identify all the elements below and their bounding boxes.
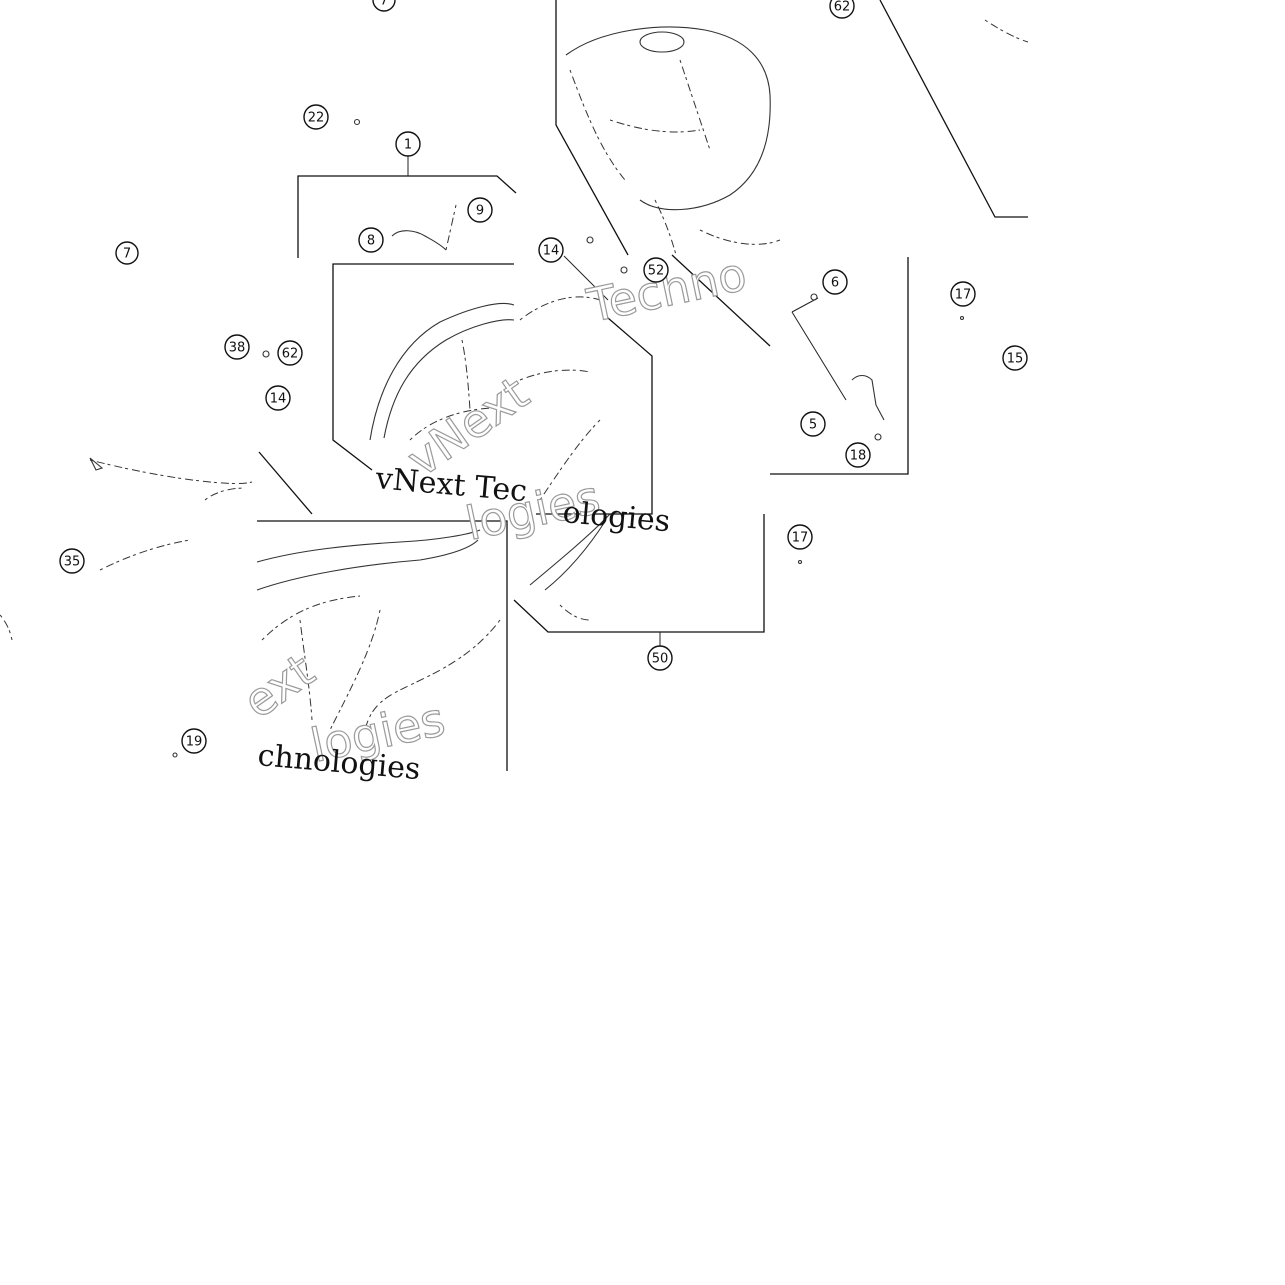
frame-lower-left (257, 520, 508, 771)
svg-text:17: 17 (955, 288, 972, 303)
part-22-bolt (353, 118, 361, 126)
callout-22: 22 (303, 104, 329, 130)
frame-center-panel (332, 263, 514, 471)
callout-35: 35 (59, 548, 85, 574)
callouts: 7 62 22 1 9 8 7 14 (59, 0, 1028, 754)
callout-7-top: 7 (372, 0, 396, 12)
callout-19: 19 (181, 728, 207, 754)
part-8-assembly (391, 230, 447, 251)
svg-text:5: 5 (809, 418, 817, 433)
leader-14a (563, 255, 609, 301)
watermark-ext-lower-left: ext (233, 643, 324, 729)
svg-text:17: 17 (792, 531, 809, 546)
svg-text:8: 8 (367, 234, 375, 249)
lower-left-fairing-edge (256, 539, 479, 591)
part-52-clip (620, 266, 628, 274)
fuel-tank-outline (565, 26, 771, 211)
svg-text:62: 62 (834, 0, 851, 15)
left-edge-fragment (0, 614, 13, 641)
center-cowl-outline (369, 302, 515, 441)
callout-62-top: 62 (829, 0, 855, 19)
left-fairing-mark (89, 457, 104, 471)
callout-38: 38 (224, 334, 250, 360)
frame-right-diag (671, 254, 771, 347)
frames (257, 0, 1028, 771)
callout-8: 8 (358, 227, 384, 253)
part-9-stem (445, 204, 457, 251)
part-19-screw (172, 752, 178, 758)
svg-text:19: 19 (186, 735, 203, 750)
frame-bracket-1 (297, 175, 517, 258)
callout-9: 9 (467, 197, 493, 223)
left-fairing-lower (99, 487, 246, 571)
watermark-vnext-tec: vNext Tec (373, 461, 528, 509)
watermark-ologies: ologies (561, 495, 671, 539)
part-sketches (0, 19, 1029, 758)
svg-text:9: 9 (476, 204, 484, 219)
svg-text:14: 14 (543, 244, 560, 259)
svg-text:52: 52 (648, 264, 665, 279)
svg-text:35: 35 (64, 555, 81, 570)
svg-text:6: 6 (831, 276, 839, 291)
callout-18: 18 (845, 442, 871, 468)
svg-text:7: 7 (123, 247, 131, 262)
svg-text:15: 15 (1007, 352, 1024, 367)
part-5-bracket (851, 374, 885, 421)
callout-50: 50 (647, 645, 673, 671)
callout-6: 6 (822, 269, 848, 295)
leader-6-5 (791, 311, 847, 401)
svg-text:1: 1 (404, 138, 412, 153)
frame-right-bracket (770, 257, 909, 475)
callout-52: 52 (643, 257, 669, 283)
top-right-fragment (984, 19, 1029, 43)
svg-text:18: 18 (850, 449, 867, 464)
callout-1: 1 (395, 131, 421, 157)
frame-top-right (879, 0, 1028, 218)
lower-center-fairing-tip (559, 604, 591, 621)
lower-center-fairing (529, 513, 611, 591)
watermark-techno: Techno (582, 247, 751, 333)
fuel-tank-body (569, 59, 711, 181)
fuel-tank-lower (654, 199, 781, 256)
part-62-nut (262, 350, 270, 358)
part-17-screw (959, 315, 965, 321)
part-18-bolt (874, 433, 882, 441)
svg-text:38: 38 (229, 341, 246, 356)
callout-5: 5 (800, 411, 826, 437)
svg-text:14: 14 (270, 392, 287, 407)
callout-7-left: 7 (115, 241, 139, 265)
frame-fuel-tank (555, 0, 629, 256)
svg-text:22: 22 (308, 111, 325, 126)
part-17b-screw (797, 559, 803, 565)
side-fairing-center (519, 296, 601, 501)
frame-center-panel-right (536, 317, 653, 515)
lower-left-fairing-top (256, 529, 481, 563)
frame-left-diag (258, 451, 313, 515)
callout-15: 15 (1002, 345, 1028, 371)
callout-62-left: 62 (277, 340, 303, 366)
callout-14-left: 14 (265, 385, 291, 411)
center-cowl-edge (383, 319, 515, 439)
frame-lower-center (513, 514, 765, 633)
left-fairing-upper (89, 459, 253, 484)
callout-17-right: 17 (950, 281, 976, 307)
callout-17-lower: 17 (787, 524, 813, 550)
svg-text:50: 50 (652, 652, 669, 667)
fuel-tank-cap (639, 31, 685, 53)
svg-text:7: 7 (380, 0, 388, 9)
svg-text:62: 62 (282, 347, 299, 362)
center-cowl-inner (409, 339, 491, 441)
part-6-washer (810, 293, 818, 301)
callout-14-center: 14 (538, 237, 564, 263)
part-61-clip (586, 236, 594, 244)
lower-left-fairing-body (261, 595, 501, 731)
